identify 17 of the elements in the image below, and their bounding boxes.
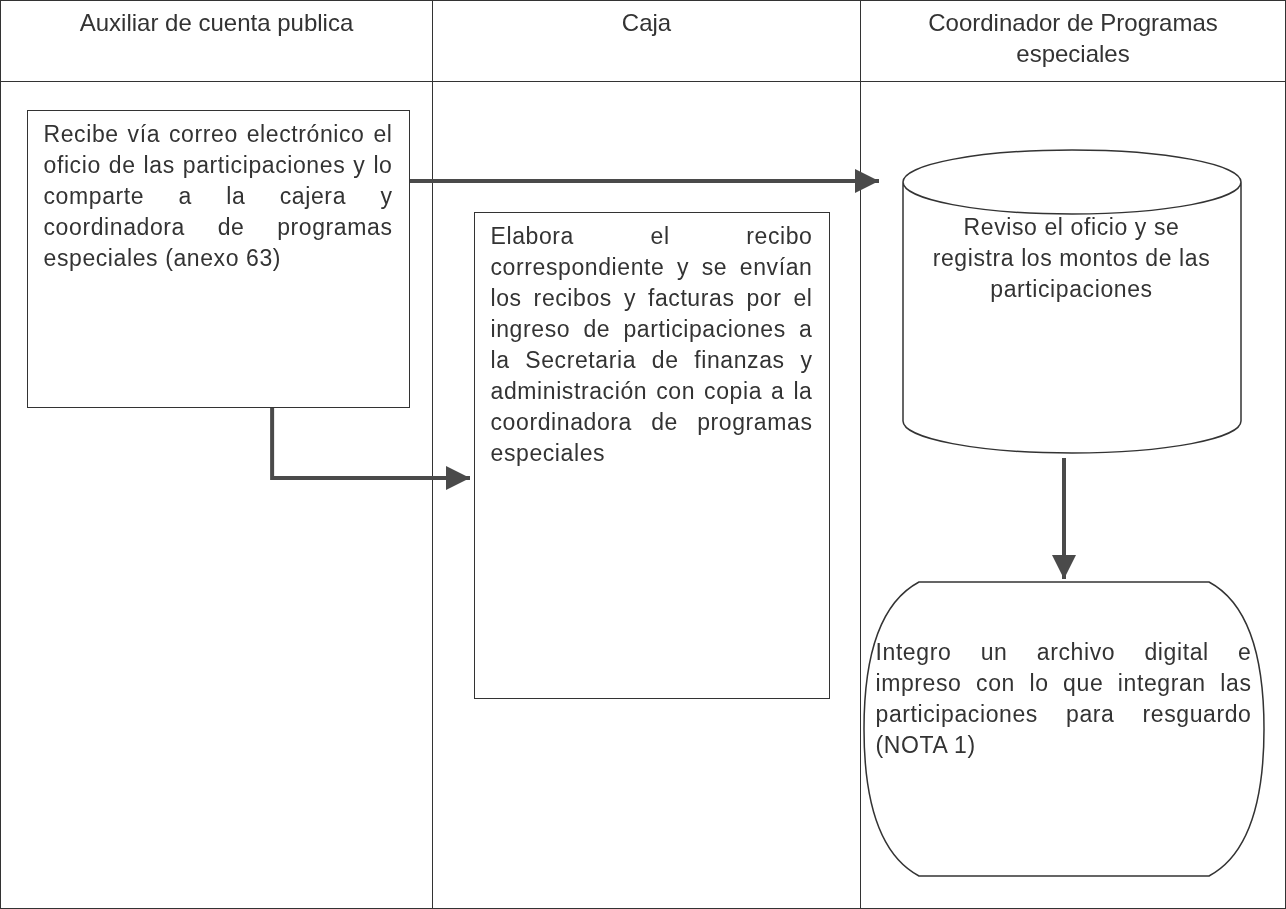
- lane-header: Caja: [620, 8, 673, 38]
- process-text: Elabora el recibo correspondiente y se envían los recibos y facturas por el ingreso de participaciones a la Secretaria de finanzas y administración con copia a la coordinadora de programas especiales: [490, 221, 813, 468]
- lane-header: Coordinador de Programas especiales: [927, 8, 1219, 69]
- lane-header: Auxiliar de cuenta publica: [78, 8, 355, 38]
- terminator-shape: [863, 581, 1264, 876]
- process-text: Recibe vía correo electrónico el oficio de las participaciones y lo comparte a la cajera y coordinadora de programas especiales (anexo 63): [43, 119, 393, 273]
- arrow: [410, 169, 879, 193]
- swimlane: [0, 0, 433, 909]
- swimlane: [860, 0, 1286, 909]
- database-cylinder: [902, 149, 1241, 453]
- process-box: [26, 109, 410, 408]
- process-text: Reviso el oficio y se registra los montos de las participaciones: [932, 212, 1211, 304]
- arrow: [1052, 458, 1076, 579]
- arrow: [270, 408, 470, 490]
- process-text: Integro un archivo digital e impreso con lo que integran las participaciones para resguardo (NOTA 1): [875, 637, 1252, 760]
- swimlane: [432, 0, 861, 909]
- process-box: [473, 211, 830, 699]
